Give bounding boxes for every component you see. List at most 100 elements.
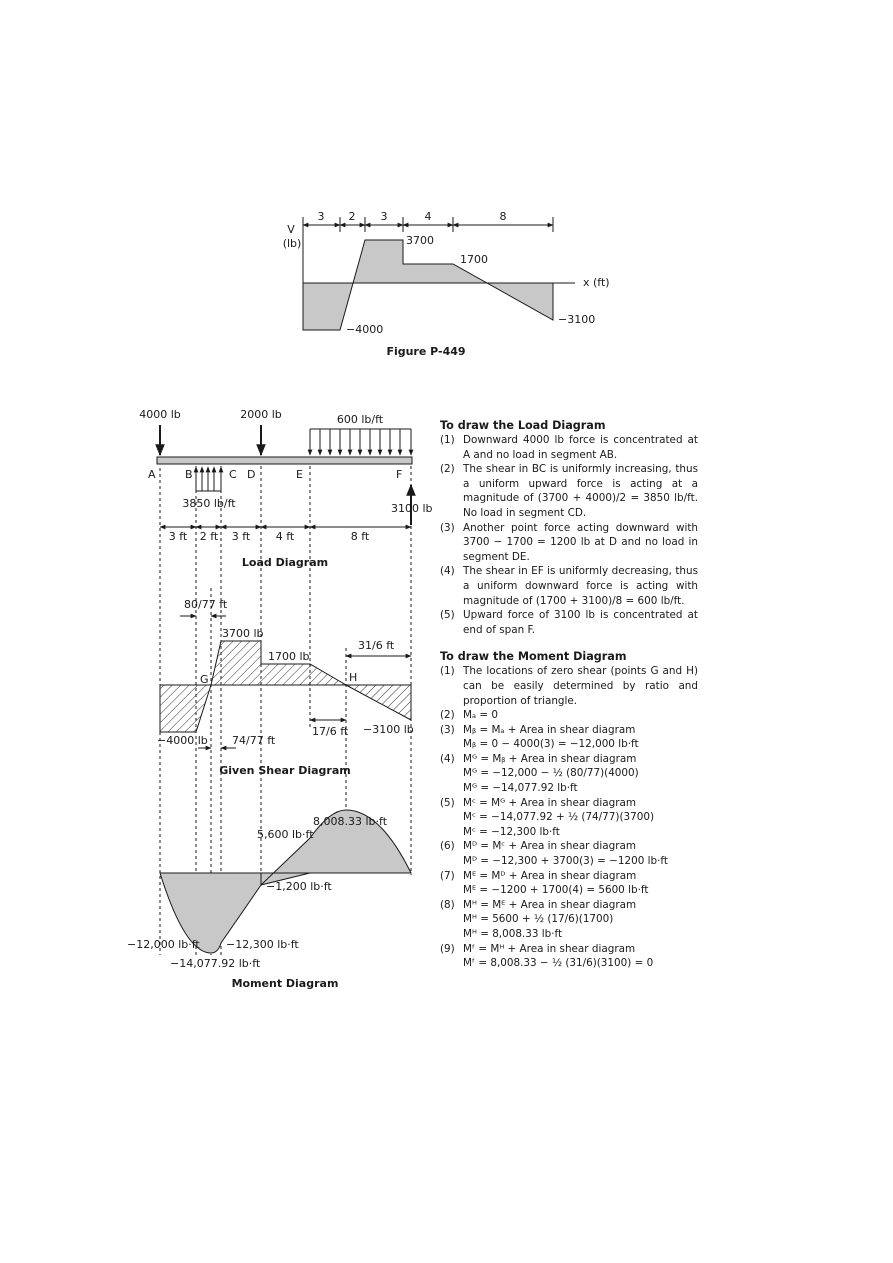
moment-label-5600: 5,600 lb·ft xyxy=(257,828,314,841)
load-diagram-heading: To draw the Load Diagram xyxy=(440,419,606,432)
shear-area xyxy=(302,239,554,331)
step-number: (5) xyxy=(440,609,455,622)
step-text: Mᵦ = Mₐ + Area in shear diagram xyxy=(463,723,636,736)
step-equation: Mᶠ = 8,008.33 − ½ (31/6)(3100) = 0 xyxy=(463,957,654,970)
moment-area-negative xyxy=(159,872,311,954)
value-label-3700: 3700 xyxy=(406,234,434,247)
span-label-bc: 2 ft xyxy=(200,530,219,543)
distributed-load-ef xyxy=(307,428,414,456)
load-label-4000: 4000 lb xyxy=(139,408,181,421)
shear-label-3700: 3700 lb xyxy=(222,627,264,640)
step-number: (4) xyxy=(440,752,455,765)
step-text: Mᴰ = Mᶜ + Area in shear diagram xyxy=(463,840,636,853)
step-item: (9) Mᶠ = Mᴴ + Area in shear diagram Mᶠ = 8… xyxy=(440,942,698,971)
moment-label-neg-12300: −12,300 lb·ft xyxy=(226,938,299,951)
step-equation: Mᴱ = −1200 + 1700(4) = 5600 lb·ft xyxy=(463,884,649,897)
v-axis-label: V xyxy=(287,223,295,236)
step-equation: Mᴴ = 8,008.33 lb·ft xyxy=(463,928,563,940)
v-axis-unit: (lb) xyxy=(283,237,302,250)
point-label-g: G xyxy=(200,673,209,686)
step-item: (3) Another point force acting downward w… xyxy=(440,521,698,565)
figure-p449-segment-dimensions xyxy=(302,217,554,232)
step-equation: Mᴴ = 5600 + ½ (17/6)(1700) xyxy=(463,913,614,926)
load-steps-list: (1)Downward 4000 lb force is concentrate… xyxy=(440,433,698,637)
step-item: (2) The shear in BC is uniformly increasi… xyxy=(440,462,698,520)
step-item: (4) Mᴳ = Mᵦ + Area in shear diagram Mᴳ = −… xyxy=(440,752,698,796)
moment-label-8008: 8,008.33 lb·ft xyxy=(313,815,388,828)
segment-label-ab: 3 xyxy=(318,210,325,223)
step-text: The shear in BC is uniformly increasing,… xyxy=(463,463,698,519)
shear-label-31-6: 31/6 ft xyxy=(358,639,395,652)
step-equation: Mᶜ = −14,077.92 + ½ (74/77)(3700) xyxy=(463,811,654,824)
segment-label-de: 4 xyxy=(425,210,432,223)
step-text: The locations of zero shear (points G an… xyxy=(463,665,698,707)
load-label-2000: 2000 lb xyxy=(240,408,282,421)
segment-label-bc: 2 xyxy=(349,210,356,223)
moment-diagram-heading: To draw the Moment Diagram xyxy=(440,650,627,664)
load-diagram: 4000 lb 2000 lb 600 lb/ft A xyxy=(139,408,432,569)
shear-label-neg-3100: −3100 lb xyxy=(363,723,414,736)
step-number: (3) xyxy=(440,521,455,534)
figure-caption: Figure P-449 xyxy=(386,345,465,358)
step-item: (5)Upward force of 3100 lb is concentrat… xyxy=(440,608,698,637)
span-label-de: 4 ft xyxy=(276,530,295,543)
step-number: (7) xyxy=(440,869,455,882)
step-text: Mᴳ = Mᵦ + Area in shear diagram xyxy=(463,752,637,765)
shear-diagram: 80/77 ft 3700 lb 1700 lb 31/6 ft G H −40… xyxy=(157,598,414,777)
moment-diagram: 8,008.33 lb·ft 5,600 lb·ft −1,200 lb·ft … xyxy=(127,809,412,990)
shear-label-1700: 1700 lb xyxy=(268,650,310,663)
span-label-ab: 3 ft xyxy=(169,530,188,543)
step-number: (4) xyxy=(440,565,455,578)
step-number: (5) xyxy=(440,796,455,809)
step-text: Another point force acting downward with… xyxy=(463,521,698,563)
step-text: Mᴴ = Mᴱ + Area in shear diagram xyxy=(463,898,637,911)
step-number: (9) xyxy=(440,942,455,955)
load-label-3850: 3850 lb/ft xyxy=(182,497,236,510)
moment-label-neg-14077: −14,077.92 lb·ft xyxy=(170,957,261,970)
value-label-neg-3100: −3100 xyxy=(558,313,595,326)
value-label-neg-4000: −4000 xyxy=(346,323,383,336)
point-label-f: F xyxy=(396,468,402,481)
shear-label-74-77: 74/77 ft xyxy=(232,734,276,747)
segment-label-cd: 3 xyxy=(381,210,388,223)
step-number: (2) xyxy=(440,463,455,476)
step-equation: Mᴳ = −12,000 − ½ (80/77)(4000) xyxy=(463,767,639,780)
step-item: (1)The locations of zero shear (points G… xyxy=(440,664,698,708)
step-item: (4) The shear in EF is uniformly decreasi… xyxy=(440,564,698,608)
step-item: (2)Mₐ = 0 xyxy=(440,708,698,723)
step-text: Mᶠ = Mᴴ + Area in shear diagram xyxy=(463,942,636,955)
shear-area-negative xyxy=(159,684,212,733)
load-diagram-title: Load Diagram xyxy=(242,556,328,569)
step-equation: Mᴳ = −14,077.92 lb·ft xyxy=(463,782,578,795)
shear-label-17-6: 17/6 ft xyxy=(312,725,349,738)
step-equation: Mᴰ = −12,300 + 3700(3) = −1200 lb·ft xyxy=(463,855,668,868)
point-label-a: A xyxy=(148,468,156,481)
point-label-b: B xyxy=(185,468,193,481)
step-number: (1) xyxy=(440,434,455,446)
moment-steps-list: (1)The locations of zero shear (points G… xyxy=(440,664,698,970)
point-label-c: C xyxy=(229,468,237,481)
span-label-cd: 3 ft xyxy=(232,530,251,543)
load-label-600: 600 lb/ft xyxy=(337,413,384,426)
segment-label-ef: 8 xyxy=(500,210,507,223)
step-equation: Mᶜ = −12,300 lb·ft xyxy=(463,825,560,838)
solution-notes: To draw the Load Diagram (1)Downward 400… xyxy=(440,418,698,971)
point-label-d: D xyxy=(247,468,255,481)
x-axis-label: x (ft) xyxy=(583,276,610,289)
shear-label-neg-4000: −4000 lb xyxy=(157,734,208,747)
figure-p449: 3 2 3 4 8 V (lb) x (ft) 3700 1700 −4000 … xyxy=(283,210,610,358)
step-text: Mₐ = 0 xyxy=(463,709,498,722)
dashed-guides xyxy=(159,466,412,955)
point-label-h: H xyxy=(349,671,357,684)
moment-diagram-title: Moment Diagram xyxy=(232,977,339,990)
step-text: The shear in EF is uniformly decreasing,… xyxy=(463,565,698,607)
step-number: (3) xyxy=(440,723,455,736)
span-label-ef: 8 ft xyxy=(351,530,370,543)
moment-label-neg-1200: −1,200 lb·ft xyxy=(266,880,332,893)
